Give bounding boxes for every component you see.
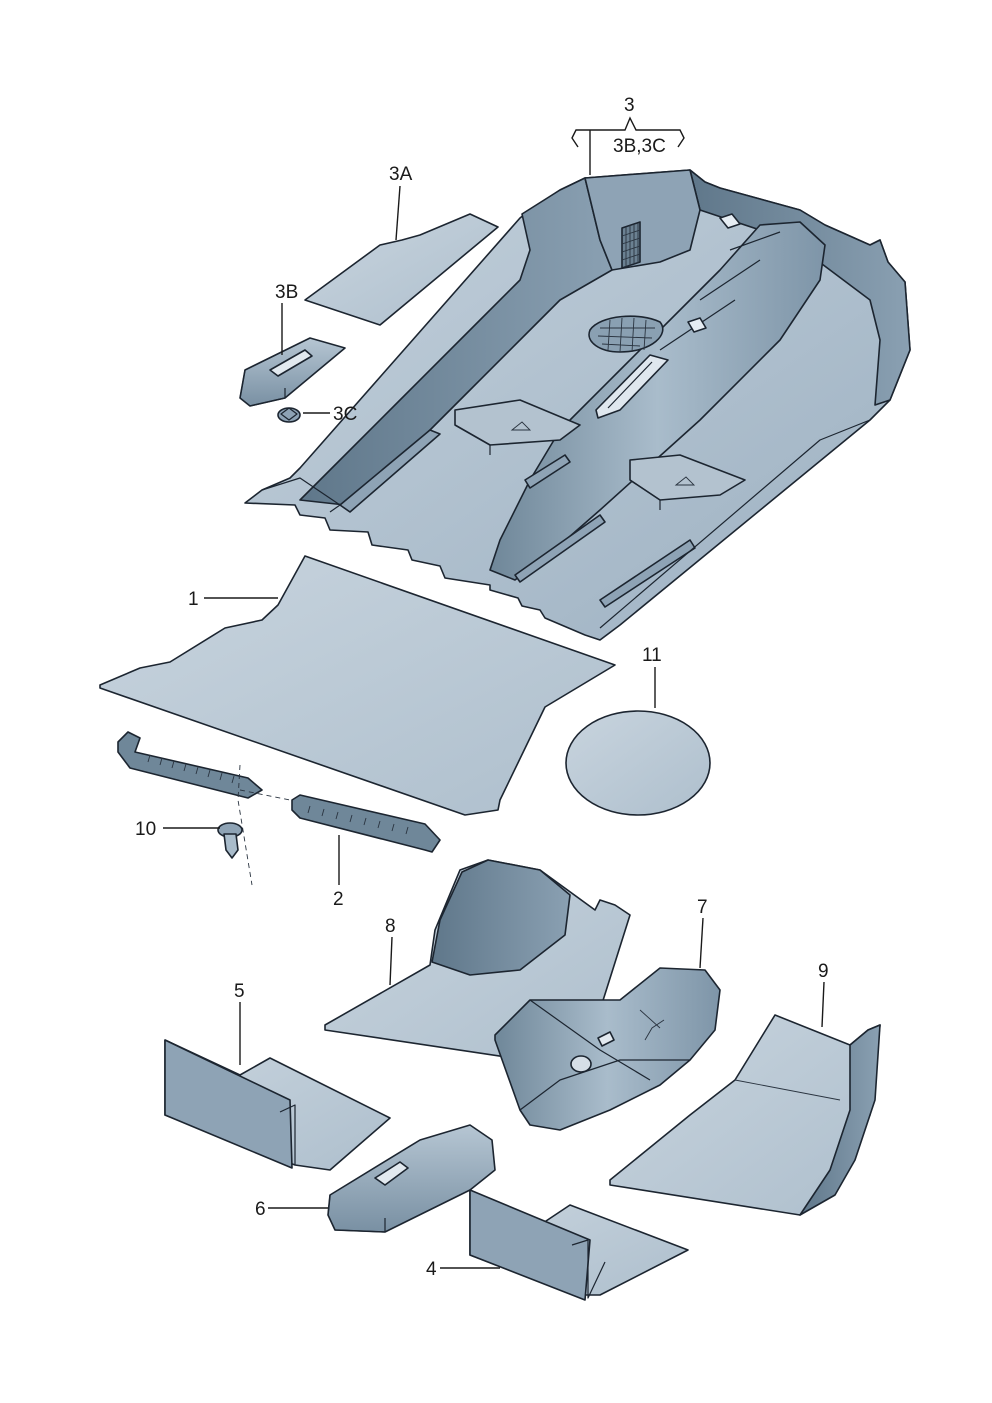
label-3-sub: 3B,3C: [613, 136, 666, 157]
part-5-corner-mat: [164, 1039, 391, 1171]
part-1-trunk-mat: [99, 555, 616, 816]
heel-pad-grid: [621, 221, 641, 269]
label-6: 6: [255, 1199, 266, 1220]
part-3b-heel-block: [239, 337, 346, 407]
pedal-pad: [588, 315, 664, 353]
part-2-sill-trims: [117, 731, 441, 886]
part-7-tunnel-cover: [494, 967, 721, 1131]
label-10: 10: [135, 819, 156, 840]
label-4: 4: [426, 1259, 437, 1280]
label-7: 7: [697, 897, 708, 918]
main-floor-carpet: [244, 169, 911, 641]
label-3a: 3A: [389, 164, 413, 185]
label-1: 1: [188, 589, 199, 610]
label-3b: 3B: [275, 282, 298, 303]
label-3c: 3C: [333, 404, 357, 425]
part-10-push-clip: [217, 822, 243, 859]
part-3c-clip: [277, 407, 301, 423]
part-4-corner-mat: [469, 1189, 689, 1301]
label-8: 8: [385, 916, 396, 937]
label-11: 11: [642, 645, 662, 666]
part-3a-insulation-sheet: [304, 213, 499, 326]
part-6-foot-block: [327, 1124, 496, 1233]
label-5: 5: [234, 981, 245, 1002]
leader-lines: [163, 116, 825, 1269]
label-9: 9: [818, 961, 829, 982]
part-9-side-mat: [609, 1014, 881, 1216]
label-2: 2: [333, 889, 344, 910]
part-11-round-pad: [565, 710, 711, 816]
label-3: 3: [624, 95, 635, 116]
callout-labels: 3 3B,3C 3A 3B 3C 1 11 10 2 8 7 9 5 6 4: [135, 95, 829, 1280]
